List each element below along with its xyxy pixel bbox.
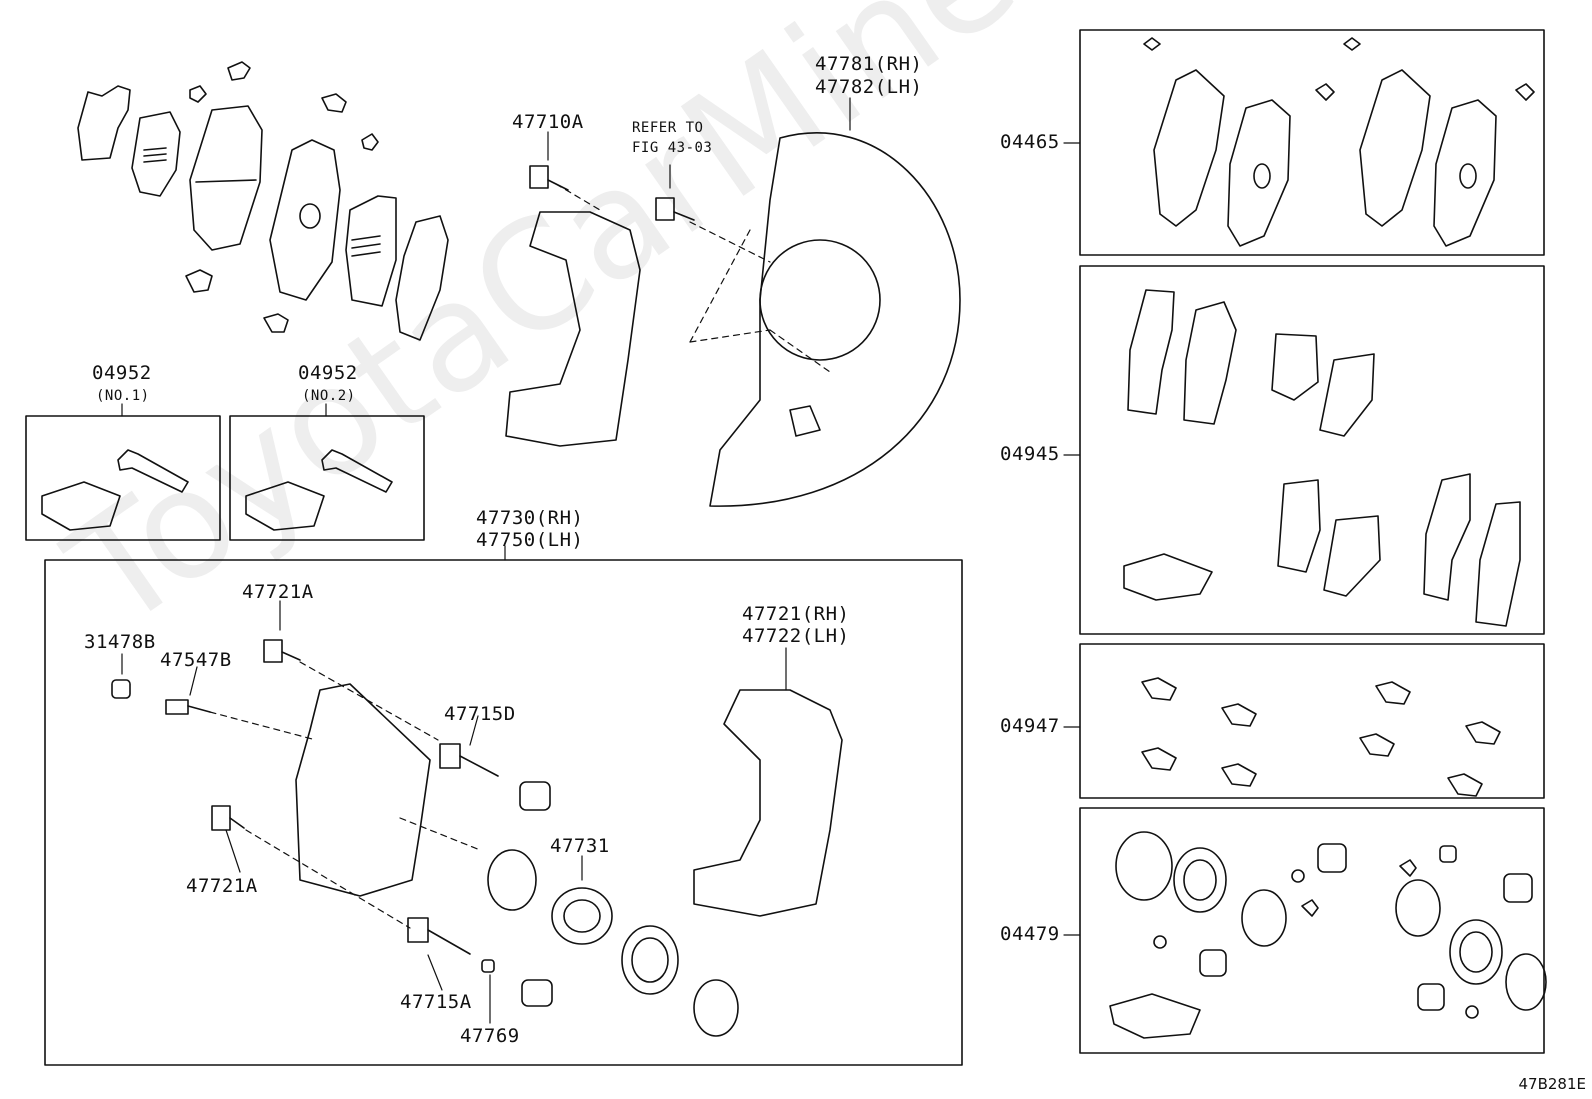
box-caliper-assembly xyxy=(44,559,963,1066)
mount-bracket-lower xyxy=(693,689,843,917)
box-04945 xyxy=(1079,265,1545,635)
box-04465 xyxy=(1079,29,1545,256)
label-47750: 47750(LH) xyxy=(476,529,584,551)
label-04947: 04947 xyxy=(1000,715,1060,737)
shims-04945 xyxy=(1123,289,1521,627)
label-47782: 47782(LH) xyxy=(815,76,923,98)
label-04479: 04479 xyxy=(1000,923,1060,945)
label-47730: 47730(RH) xyxy=(476,507,584,529)
label-31478b: 31478B xyxy=(84,631,156,653)
clips-04947 xyxy=(1141,677,1501,797)
washer-47769 xyxy=(481,959,495,973)
pads-04465 xyxy=(1143,37,1535,247)
label-04952-no1: 04952 xyxy=(92,362,152,384)
seals-04479 xyxy=(1109,831,1547,1039)
label-refer-fig: FIG 43-03 xyxy=(632,140,713,156)
label-47721: 47721(RH) xyxy=(742,603,850,625)
pin-kit-no2 xyxy=(245,449,393,531)
box-04952-no2 xyxy=(229,415,425,541)
boot-lower xyxy=(521,979,553,1007)
label-47710a: 47710A xyxy=(512,111,584,133)
label-04952-no1-sub: (NO.1) xyxy=(96,388,150,404)
bolt-47710a xyxy=(529,165,569,191)
label-47781: 47781(RH) xyxy=(815,53,923,75)
label-refer-to: REFER TO xyxy=(632,120,704,136)
guide-pin-47715d xyxy=(439,743,499,777)
cap-31478b xyxy=(111,679,131,699)
pad-set-exploded xyxy=(77,61,449,341)
bleeder-47547b xyxy=(165,699,211,715)
boot-upper xyxy=(519,781,551,811)
piston-47731 xyxy=(551,887,613,945)
label-47722: 47722(LH) xyxy=(742,625,850,647)
label-47721a-top: 47721A xyxy=(242,581,314,603)
bolt-refer xyxy=(655,197,695,221)
piston-boot xyxy=(621,925,679,995)
label-47547b: 47547B xyxy=(160,649,232,671)
label-47731: 47731 xyxy=(550,835,610,857)
bolt-47721a-bottom xyxy=(211,805,245,831)
bolt-47721a-top xyxy=(263,639,301,663)
label-04945: 04945 xyxy=(1000,443,1060,465)
label-04952-no2: 04952 xyxy=(298,362,358,384)
label-47769: 47769 xyxy=(460,1025,520,1047)
piston-ring xyxy=(693,979,739,1037)
label-47715d: 47715D xyxy=(444,703,516,725)
label-04952-no2-sub: (NO.2) xyxy=(302,388,356,404)
box-04947 xyxy=(1079,643,1545,799)
box-04952-no1 xyxy=(25,415,221,541)
caliper-body xyxy=(295,683,431,897)
label-47721a-bottom: 47721A xyxy=(186,875,258,897)
mount-bracket-upper xyxy=(505,211,641,447)
dust-shield-47781 xyxy=(709,132,961,507)
pin-kit-no1 xyxy=(41,449,189,531)
label-47715a: 47715A xyxy=(400,991,472,1013)
box-04479 xyxy=(1079,807,1545,1054)
figure-id: 47B281E xyxy=(1518,1075,1587,1093)
label-04465: 04465 xyxy=(1000,131,1060,153)
piston-seal xyxy=(487,849,537,911)
guide-pin-47715a xyxy=(407,917,471,955)
